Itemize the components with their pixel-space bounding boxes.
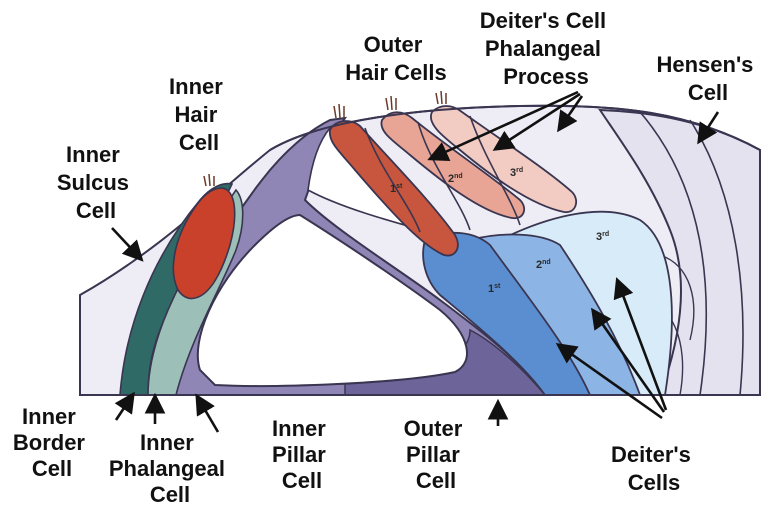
arrow-inner-border bbox=[116, 396, 132, 420]
label-hensens-cell: Hensen's Cell bbox=[656, 52, 759, 105]
arrow-inner-pillar bbox=[198, 398, 218, 432]
label-outer-hair-cells: Outer Hair Cells bbox=[345, 32, 447, 85]
label-deiters-cells: Deiter's Cells bbox=[611, 442, 697, 495]
label-deiters-phalangeal-process: Deiter's Cell Phalangeal Process bbox=[480, 8, 612, 89]
label-inner-phalangeal-cell: Inner Phalangeal Cell bbox=[109, 430, 231, 507]
label-inner-sulcus-cell: Inner Sulcus Cell bbox=[57, 142, 135, 223]
label-inner-pillar-cell: Inner Pillar Cell bbox=[272, 416, 332, 493]
label-outer-pillar-cell: Outer Pillar Cell bbox=[404, 416, 469, 493]
inner-hair-cell-stereocilia bbox=[204, 174, 214, 186]
label-inner-border-cell: Inner Border Cell bbox=[13, 404, 91, 481]
arrow-inner-sulcus bbox=[112, 228, 140, 258]
label-inner-hair-cell: Inner Hair Cell bbox=[169, 74, 229, 155]
